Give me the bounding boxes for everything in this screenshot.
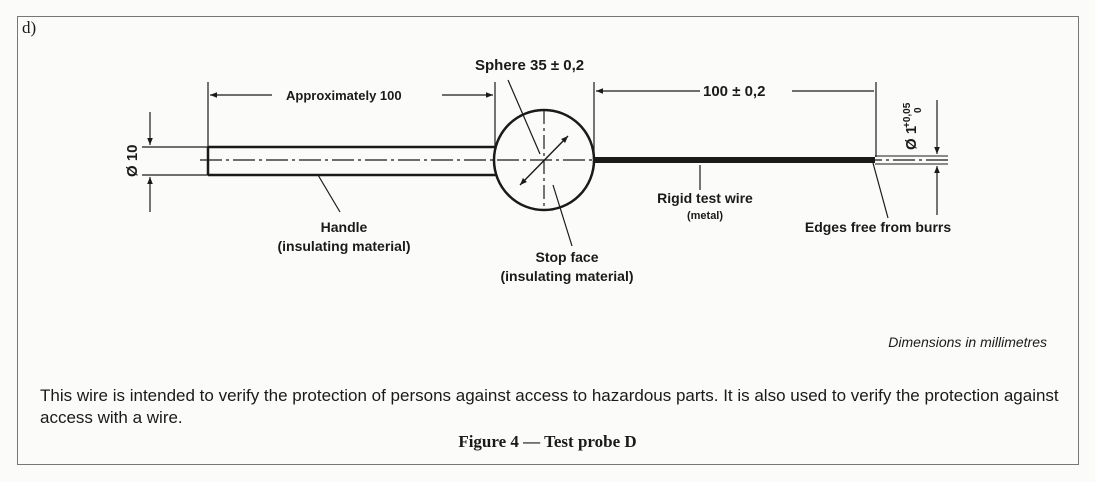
figure-description: This wire is intended to verify the prot… xyxy=(40,386,1059,427)
handle-material-label: (insulating material) xyxy=(277,238,410,254)
handle-diameter-label: Ø 10 xyxy=(124,144,141,177)
wire-tolerance-upper: +0,05 xyxy=(902,102,913,128)
edges-label: Edges free from burrs xyxy=(805,219,951,235)
sphere-label: Sphere 35 ± 0,2 xyxy=(475,57,584,74)
wire-material-label: (metal) xyxy=(687,210,723,222)
stop-face-label: Stop face xyxy=(535,249,598,265)
figure-frame xyxy=(17,16,1079,465)
panel-label: d) xyxy=(22,18,37,37)
handle-shape xyxy=(206,145,496,177)
wire-tolerance-lower: 0 xyxy=(913,107,924,113)
dimension-approx-100 xyxy=(207,82,496,147)
wire-shape xyxy=(594,157,875,163)
sphere-shape xyxy=(492,79,596,212)
wire-diameter-label: Ø 1 xyxy=(903,126,920,150)
units-note: Dimensions in millimetres xyxy=(888,334,1047,350)
stop-face-material-label: (insulating material) xyxy=(500,268,633,284)
leader-lines xyxy=(317,162,889,247)
wire-label: Rigid test wire xyxy=(657,190,753,206)
dimension-handle-diameter xyxy=(142,112,208,212)
approx-length-label: Approximately 100 xyxy=(286,88,402,103)
wire-length-label: 100 ± 0,2 xyxy=(703,83,765,100)
handle-label: Handle xyxy=(321,219,368,235)
dimension-wire-length xyxy=(593,82,877,157)
figure-caption: Figure 4 — Test probe D xyxy=(458,432,637,451)
